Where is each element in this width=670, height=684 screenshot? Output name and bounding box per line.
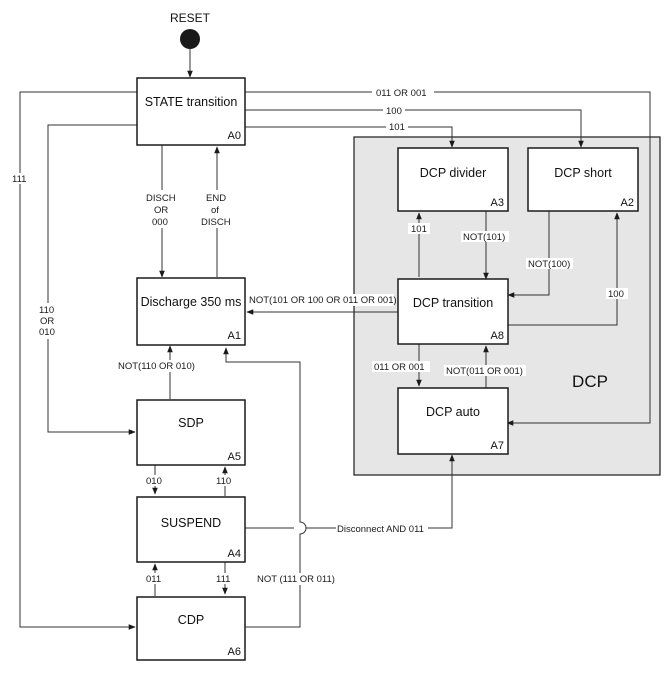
state-a7-id: A7 (491, 440, 504, 452)
state-a1: Discharge 350 ms A1 (136, 277, 246, 346)
state-a3-name: DCP divider (420, 166, 486, 180)
label-bg (248, 294, 394, 306)
label-bg (200, 190, 234, 228)
state-a6-id: A6 (228, 646, 241, 658)
label-a8-a7: 011 OR 001 (374, 362, 425, 373)
label-a0-a5-1: 110 (39, 305, 54, 316)
label-bg (372, 87, 434, 98)
label-bg (117, 360, 225, 372)
label-a0-a6: 111 (12, 174, 26, 185)
label-a0-a5-2: OR (40, 316, 54, 327)
state-a4-name: SUSPEND (161, 516, 221, 530)
state-a4-id: A4 (228, 548, 241, 560)
label-a7-a8: NOT(011 OR 001) (446, 366, 523, 377)
label-a8-a2: 100 (608, 289, 624, 300)
label-a6-a4: 011 (146, 574, 161, 585)
dcp-region-label: DCP (572, 372, 608, 391)
label-a0-a1-3: 000 (152, 217, 168, 228)
state-a6: CDP A6 (136, 596, 246, 661)
state-a7-name: DCP auto (426, 405, 480, 419)
transition-a0-a2 (245, 109, 584, 148)
label-a5-a1: NOT(110 OR 010) (118, 361, 195, 372)
transition-a0-a7 (245, 91, 651, 426)
state-a0-id: A0 (228, 130, 241, 142)
state-a6-name: CDP (178, 613, 204, 627)
label-bg (10, 173, 30, 184)
transition-a2-a8 (507, 211, 550, 298)
state-a2-name: DCP short (554, 166, 612, 180)
state-a7: DCP auto A7 (397, 387, 509, 455)
label-a1-a0-1: END (206, 193, 226, 204)
label-a0-a1-1: DISCH (146, 193, 176, 204)
label-a0-a3: 101 (389, 122, 405, 133)
label-bg (214, 573, 236, 584)
label-bg (444, 365, 526, 376)
state-a1-name: Discharge 350 ms (141, 295, 242, 309)
label-a4-a7: Disconnect AND 011 (337, 524, 424, 535)
label-bg (214, 475, 236, 486)
label-bg (372, 361, 430, 372)
label-bg (144, 475, 166, 486)
state-a8: DCP transition A8 (397, 278, 509, 345)
label-bg (336, 523, 428, 534)
state-a4: SUSPEND A4 (136, 496, 246, 563)
state-a8-id: A8 (491, 330, 504, 342)
state-a0: STATE transition A0 (136, 77, 246, 146)
reset-node (180, 29, 200, 49)
transition-a6-a1 (223, 347, 307, 628)
state-a5-name: SDP (178, 416, 204, 430)
label-bg (37, 303, 59, 339)
label-bg (255, 573, 345, 585)
state-a5: SDP A5 (136, 399, 246, 466)
label-bg (461, 231, 509, 242)
label-a1-a0-3: DISCH (201, 217, 231, 228)
transition-a0-a5 (47, 124, 137, 435)
label-a0-a1-2: OR (154, 205, 168, 216)
state-a2-id: A2 (621, 197, 634, 209)
label-bg (386, 121, 408, 132)
label-bg (606, 288, 628, 299)
label-a4-a6: 111 (216, 574, 230, 585)
label-bg (526, 258, 573, 269)
state-a1-id: A1 (228, 330, 241, 342)
transition-a8-a2 (508, 212, 620, 326)
state-a3: DCP divider A3 (397, 147, 509, 212)
state-a8-name: DCP transition (413, 296, 493, 310)
label-a2-a8: NOT(100) (528, 259, 570, 270)
label-a8-a1: NOT(101 OR 100 OR 011 OR 001) (249, 295, 397, 306)
label-a0-a5-3: 010 (39, 327, 55, 338)
label-a0-a2: 100 (386, 106, 402, 117)
label-a1-a0-2: of (211, 205, 219, 216)
state-a5-id: A5 (228, 451, 241, 463)
state-a2: DCP short A2 (527, 147, 639, 212)
state-a0-name: STATE transition (145, 95, 238, 109)
label-bg (383, 105, 405, 116)
label-a6-a1: NOT (111 OR 011) (257, 574, 335, 585)
label-a0-a7: 011 OR 001 (376, 88, 427, 99)
state-a3-id: A3 (491, 197, 504, 209)
label-bg (145, 190, 179, 228)
label-a8-a3: 101 (411, 224, 427, 235)
label-a5-a4: 010 (146, 476, 162, 487)
label-a3-a8: NOT(101) (463, 232, 505, 243)
transition-a0-a6 (19, 91, 137, 630)
label-bg (144, 573, 166, 584)
label-a4-a5: 110 (216, 476, 231, 487)
reset-label: RESET (170, 11, 211, 25)
label-bg (408, 223, 430, 234)
transition-a0-a3 (245, 126, 455, 148)
